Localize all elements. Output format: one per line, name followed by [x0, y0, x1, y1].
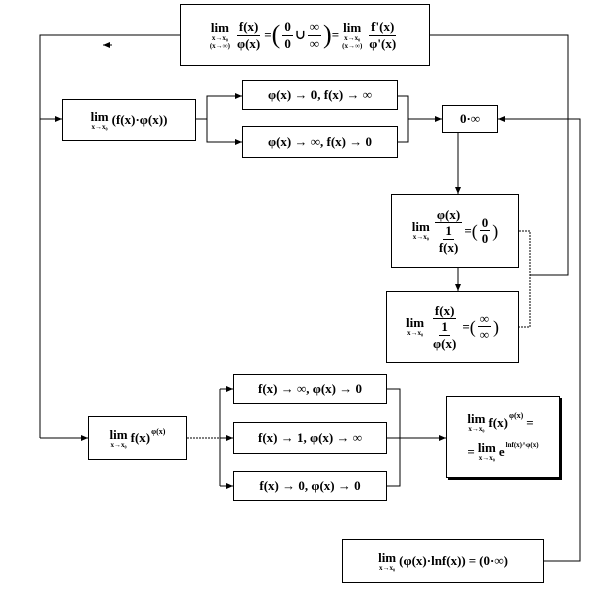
lim-label: lim: [210, 19, 229, 35]
case-f-zero-phi-zero-box: f(x) → 0, φ(x) → 0: [233, 471, 387, 501]
zero-times-infinity-box: 0·∞: [442, 105, 498, 133]
case-f-one-phi-infinity-box: f(x) → 1, φ(x) → ∞: [233, 422, 387, 454]
rewrite-zero-over-zero-box: lim x→x₀ φ(x) 1 f(x) = ( 0 0 ): [391, 194, 519, 268]
fraction-zero-zero: 0 0: [282, 18, 293, 51]
wire-top-to-left-spine: [39, 34, 180, 438]
rewrite-inf-over-inf-box: lim x→x₀ f(x) 1 φ(x) = ( ∞ ∞ ): [386, 291, 519, 363]
fraction-derivatives: f'(x) φ'(x): [369, 18, 397, 51]
compound-fraction: φ(x) 1 f(x): [434, 206, 463, 255]
lhopital-rule-box: lim x→x₀ (x→∞) f(x) φ(x) = ( 0 0 ∪ ∞ ∞ )…: [180, 4, 430, 66]
case-phi-zero-f-infinity-box: φ(x) → 0, f(x) → ∞: [242, 80, 398, 110]
compound-fraction: f(x) 1 φ(x): [432, 302, 457, 351]
wire-rewrite-bracket: [519, 230, 531, 328]
power-limit-box: lim x→x₀ f(x) φ(x): [88, 416, 187, 460]
fraction-inf-inf: ∞ ∞: [307, 18, 322, 51]
wire-product-split-2: [206, 119, 242, 145]
product-limit-box: lim x→x₀ (f(x)·φ(x)): [62, 99, 196, 141]
wire-log-loop: [498, 116, 581, 562]
wire-product-split: [196, 93, 242, 120]
case-phi-infinity-f-zero-box: φ(x) → ∞, f(x) → 0: [242, 126, 398, 158]
wire-merge-1: [398, 95, 442, 122]
wire-merge-2: [398, 119, 409, 143]
log-rewrite-box: lim x→x₀ (φ(x)·lnf(x)) = (0·∞): [342, 539, 544, 583]
case-f-infinity-phi-zero-box: f(x) → ∞, φ(x) → 0: [233, 374, 387, 404]
fraction-f-over-phi: f(x) φ(x): [236, 18, 261, 51]
wire-right-loop: [430, 34, 569, 276]
exponential-rewrite-box: lim x→x₀ f(x) φ(x) = = lim x→x₀ e lnf(x)…: [446, 396, 560, 478]
